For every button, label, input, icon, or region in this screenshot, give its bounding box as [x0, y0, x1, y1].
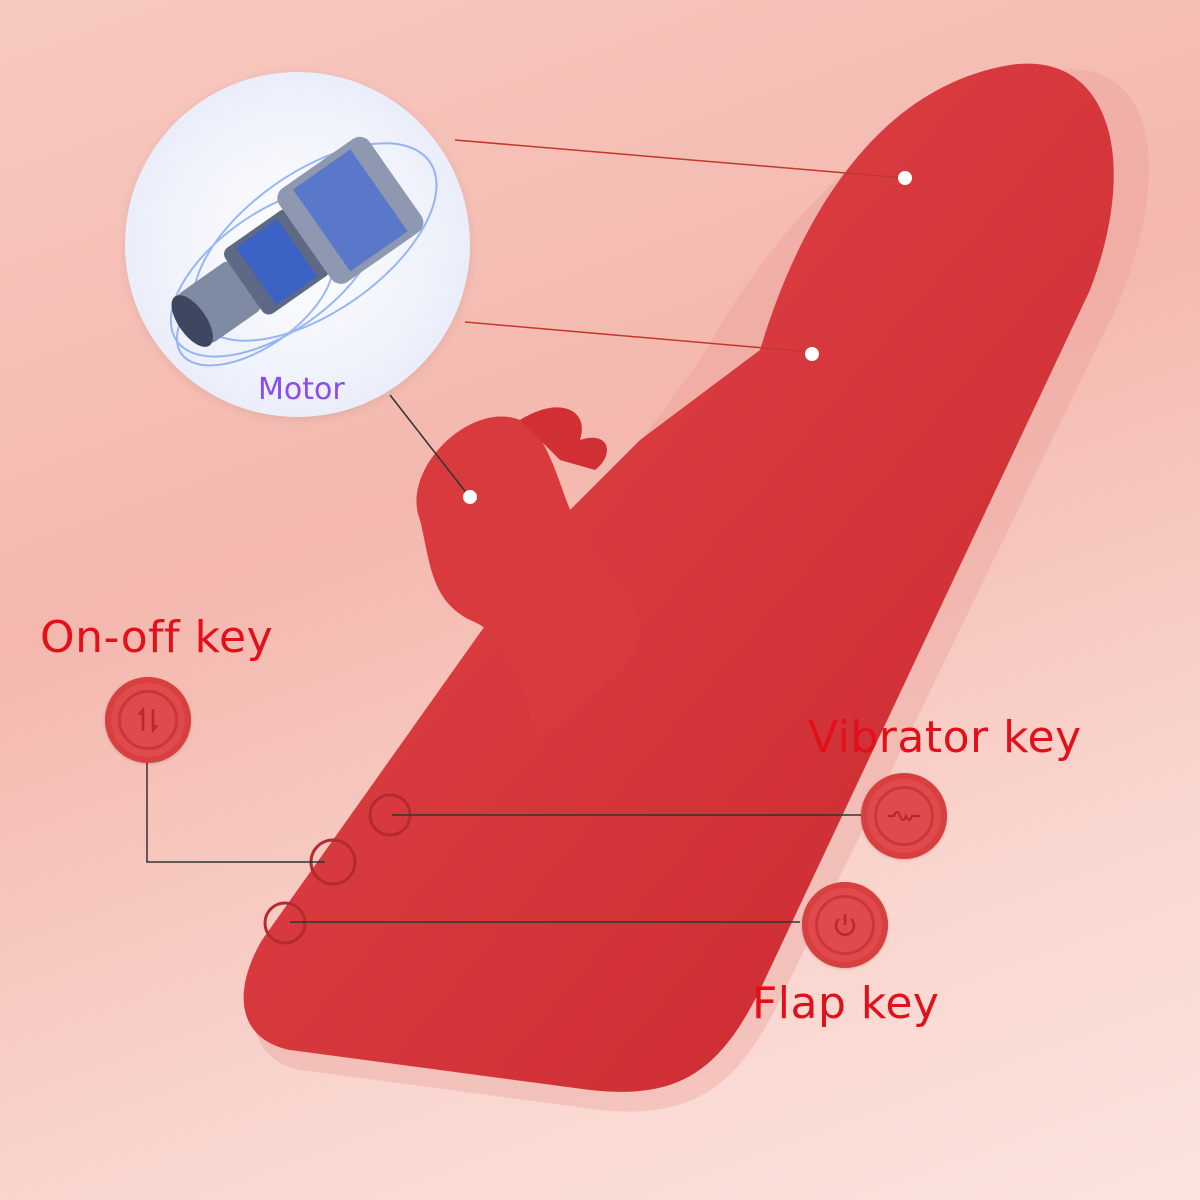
power-icon [834, 914, 856, 936]
motor-inset [125, 72, 470, 417]
callout-dot [805, 347, 819, 361]
callout-dot [898, 171, 912, 185]
leader-line-on-off [146, 763, 325, 863]
flap-key-button [802, 882, 888, 968]
leader-line-motor-arm [389, 394, 469, 496]
device-arm-tip [520, 407, 607, 470]
vibrator-key-button [861, 773, 947, 859]
device-body [243, 63, 1114, 1092]
up-down-arrows-icon [138, 706, 158, 734]
leader-line-motor-top [454, 139, 906, 179]
body-button-flap [263, 901, 307, 945]
wave-icon [888, 810, 920, 822]
leader-line-motor-middle [464, 321, 811, 353]
motor-label: Motor [258, 372, 345, 407]
on-off-key-button [105, 677, 191, 763]
callout-dot [463, 490, 477, 504]
flap-key-label: Flap key [752, 978, 940, 1029]
on-off-key-label: On-off key [40, 612, 274, 663]
vibrator-key-label: Vibrator key [808, 712, 1082, 763]
motor-illustration-icon [169, 136, 438, 367]
